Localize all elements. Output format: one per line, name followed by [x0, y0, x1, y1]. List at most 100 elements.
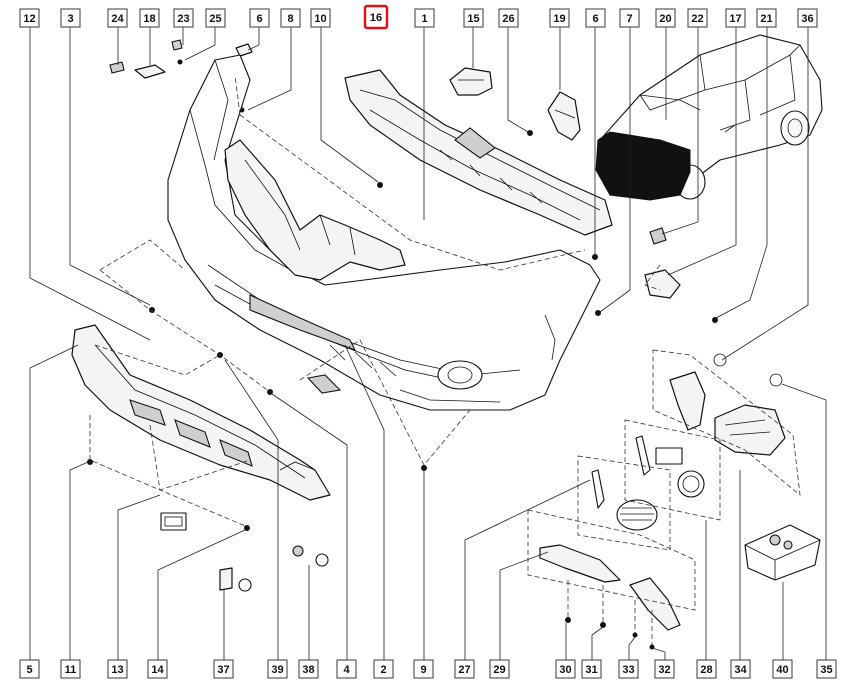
callout-17[interactable]: 17 [725, 8, 746, 28]
svg-text:2: 2 [380, 664, 386, 676]
svg-text:40: 40 [776, 664, 788, 676]
svg-text:23: 23 [177, 13, 189, 25]
svg-text:27: 27 [458, 664, 470, 676]
callout-37[interactable]: 37 [213, 659, 234, 679]
svg-text:19: 19 [553, 13, 565, 25]
svg-text:10: 10 [314, 13, 326, 25]
callout-20[interactable]: 20 [655, 8, 676, 28]
parking-sensors [644, 227, 718, 323]
callout-2[interactable]: 2 [373, 659, 394, 679]
svg-text:3: 3 [67, 13, 73, 25]
callout-39[interactable]: 39 [267, 659, 288, 679]
callout-12[interactable]: 12 [19, 8, 40, 28]
svg-text:34: 34 [734, 664, 747, 676]
callout-40[interactable]: 40 [772, 659, 793, 679]
svg-text:5: 5 [26, 664, 32, 676]
callout-10[interactable]: 10 [310, 8, 331, 28]
callout-36[interactable]: 36 [797, 8, 818, 28]
svg-text:38: 38 [302, 664, 314, 676]
callout-31[interactable]: 31 [581, 659, 602, 679]
svg-text:9: 9 [420, 664, 426, 676]
callout-33[interactable]: 33 [618, 659, 639, 679]
callout-30[interactable]: 30 [555, 659, 576, 679]
svg-text:25: 25 [209, 13, 221, 25]
callout-28[interactable]: 28 [696, 659, 717, 679]
callout-24[interactable]: 24 [107, 8, 128, 28]
callout-4[interactable]: 4 [336, 659, 357, 679]
callout-11[interactable]: 11 [60, 659, 81, 679]
callout-9[interactable]: 9 [413, 659, 434, 679]
svg-text:14: 14 [151, 664, 164, 676]
svg-text:36: 36 [801, 13, 813, 25]
callout-35[interactable]: 35 [816, 659, 837, 679]
svg-text:26: 26 [502, 13, 514, 25]
callout-16-highlighted[interactable]: 16 [363, 4, 389, 30]
svg-text:18: 18 [143, 13, 155, 25]
callouts-bottom: 5 11 13 14 37 39 38 4 2 9 27 29 30 31 33… [19, 659, 837, 679]
callout-21[interactable]: 21 [756, 8, 777, 28]
fastener-clips [109, 39, 253, 113]
bumper-absorber [344, 69, 613, 236]
car-illustration [595, 34, 823, 201]
svg-text:32: 32 [658, 664, 670, 676]
svg-text:15: 15 [467, 13, 479, 25]
callout-23[interactable]: 23 [173, 8, 194, 28]
callout-7[interactable]: 7 [619, 8, 640, 28]
svg-text:35: 35 [820, 664, 832, 676]
svg-text:31: 31 [585, 664, 597, 676]
svg-text:6: 6 [592, 13, 598, 25]
callout-6-top-right[interactable]: 6 [585, 8, 606, 28]
svg-text:7: 7 [626, 13, 632, 25]
callout-15[interactable]: 15 [463, 8, 484, 28]
callout-14[interactable]: 14 [147, 659, 168, 679]
svg-text:20: 20 [659, 13, 671, 25]
callout-27[interactable]: 27 [454, 659, 475, 679]
svg-text:21: 21 [760, 13, 772, 25]
svg-text:39: 39 [271, 664, 283, 676]
svg-text:1: 1 [421, 13, 427, 25]
fog-lamp-parts [591, 435, 705, 531]
svg-text:37: 37 [217, 664, 229, 676]
callouts-top: 12 3 24 18 23 25 6 8 10 16 1 15 26 19 6 … [19, 4, 818, 30]
svg-text:8: 8 [287, 13, 293, 25]
bumper-cover [167, 54, 601, 411]
small-parts [87, 254, 601, 592]
dashed-guides [89, 74, 801, 645]
callout-25[interactable]: 25 [205, 8, 226, 28]
callout-3[interactable]: 3 [60, 8, 81, 28]
svg-text:24: 24 [111, 13, 124, 25]
svg-text:30: 30 [559, 664, 571, 676]
callout-19[interactable]: 19 [549, 8, 570, 28]
lower-strips [539, 544, 681, 650]
leader-lines [29, 27, 827, 660]
svg-text:28: 28 [700, 664, 712, 676]
callout-6-top-left[interactable]: 6 [249, 8, 270, 28]
callout-22[interactable]: 22 [687, 8, 708, 28]
callout-5[interactable]: 5 [19, 659, 40, 679]
side-bracket [527, 91, 581, 141]
lower-absorber [71, 324, 331, 501]
svg-text:11: 11 [65, 664, 77, 676]
grille-support-frame [224, 139, 406, 281]
callout-29[interactable]: 29 [489, 659, 510, 679]
callout-32[interactable]: 32 [654, 659, 675, 679]
callout-13[interactable]: 13 [107, 659, 128, 679]
callout-1[interactable]: 1 [414, 8, 435, 28]
callout-38[interactable]: 38 [298, 659, 319, 679]
fitting-kit-box [744, 524, 821, 581]
callout-34[interactable]: 34 [730, 659, 751, 679]
svg-text:33: 33 [622, 664, 634, 676]
callout-8[interactable]: 8 [280, 8, 301, 28]
washer-bracket [669, 353, 786, 456]
callout-26[interactable]: 26 [498, 8, 519, 28]
callout-18[interactable]: 18 [139, 8, 160, 28]
svg-text:29: 29 [493, 664, 505, 676]
svg-text:4: 4 [343, 664, 350, 676]
svg-text:22: 22 [691, 13, 703, 25]
svg-text:6: 6 [256, 13, 262, 25]
svg-text:17: 17 [729, 13, 741, 25]
svg-text:16: 16 [370, 12, 382, 24]
svg-text:13: 13 [111, 664, 123, 676]
mounting-bracket [449, 67, 493, 96]
